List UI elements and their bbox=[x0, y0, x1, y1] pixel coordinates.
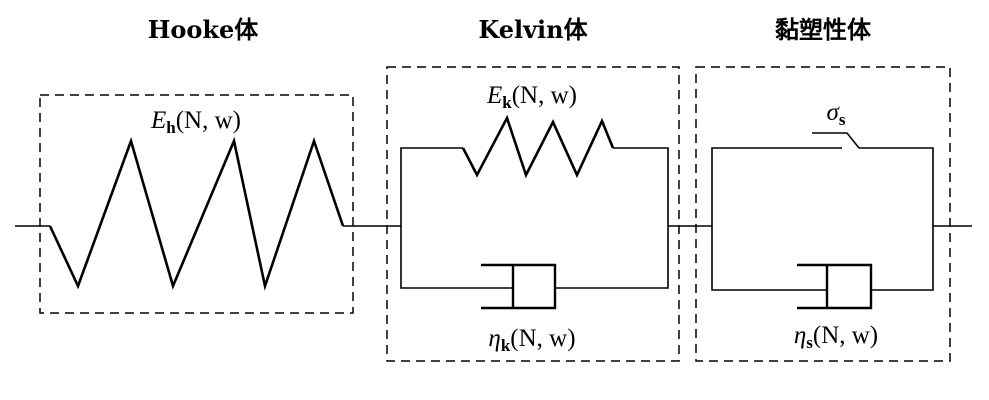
viscoplastic-dashpot-label: ηs(N, w) bbox=[794, 322, 878, 352]
kelvin-spring-label: Ek(N, w) bbox=[486, 82, 577, 112]
kelvin-right-rail bbox=[555, 147, 669, 289]
hooke-dashed-boundary bbox=[39, 94, 354, 314]
slider-label: σs bbox=[827, 99, 846, 129]
hooke-element: Eh(N, w) bbox=[39, 94, 354, 314]
viscoplastic-title: 黏塑性体 bbox=[775, 15, 872, 44]
kelvin-dashpot-cylinder bbox=[481, 263, 557, 310]
kelvin-spring bbox=[461, 114, 615, 179]
viscoplastic-element: σs ηs(N, w) bbox=[695, 66, 951, 362]
kelvin-dashpot bbox=[481, 263, 557, 310]
viscoplastic-dashed-boundary bbox=[695, 66, 951, 362]
viscoplastic-left-rail bbox=[711, 147, 842, 291]
viscoplastic-dashpot-cylinder bbox=[797, 263, 873, 310]
hooke-spring bbox=[48, 136, 345, 291]
kelvin-left-rail bbox=[400, 147, 513, 289]
hooke-title: Hooke体 bbox=[148, 15, 260, 44]
kelvin-dashed-boundary bbox=[386, 66, 680, 362]
viscoplastic-slider-right-rail bbox=[812, 132, 934, 291]
kelvin-dashpot-label: ηk(N, w) bbox=[488, 325, 575, 355]
viscoplastic-dashpot bbox=[797, 263, 873, 310]
kelvin-element: Ek(N, w) ηk(N, w) bbox=[386, 66, 680, 362]
hooke-spring-label: Eh(N, w) bbox=[150, 107, 241, 137]
kelvin-title: Kelvin体 bbox=[478, 15, 588, 44]
